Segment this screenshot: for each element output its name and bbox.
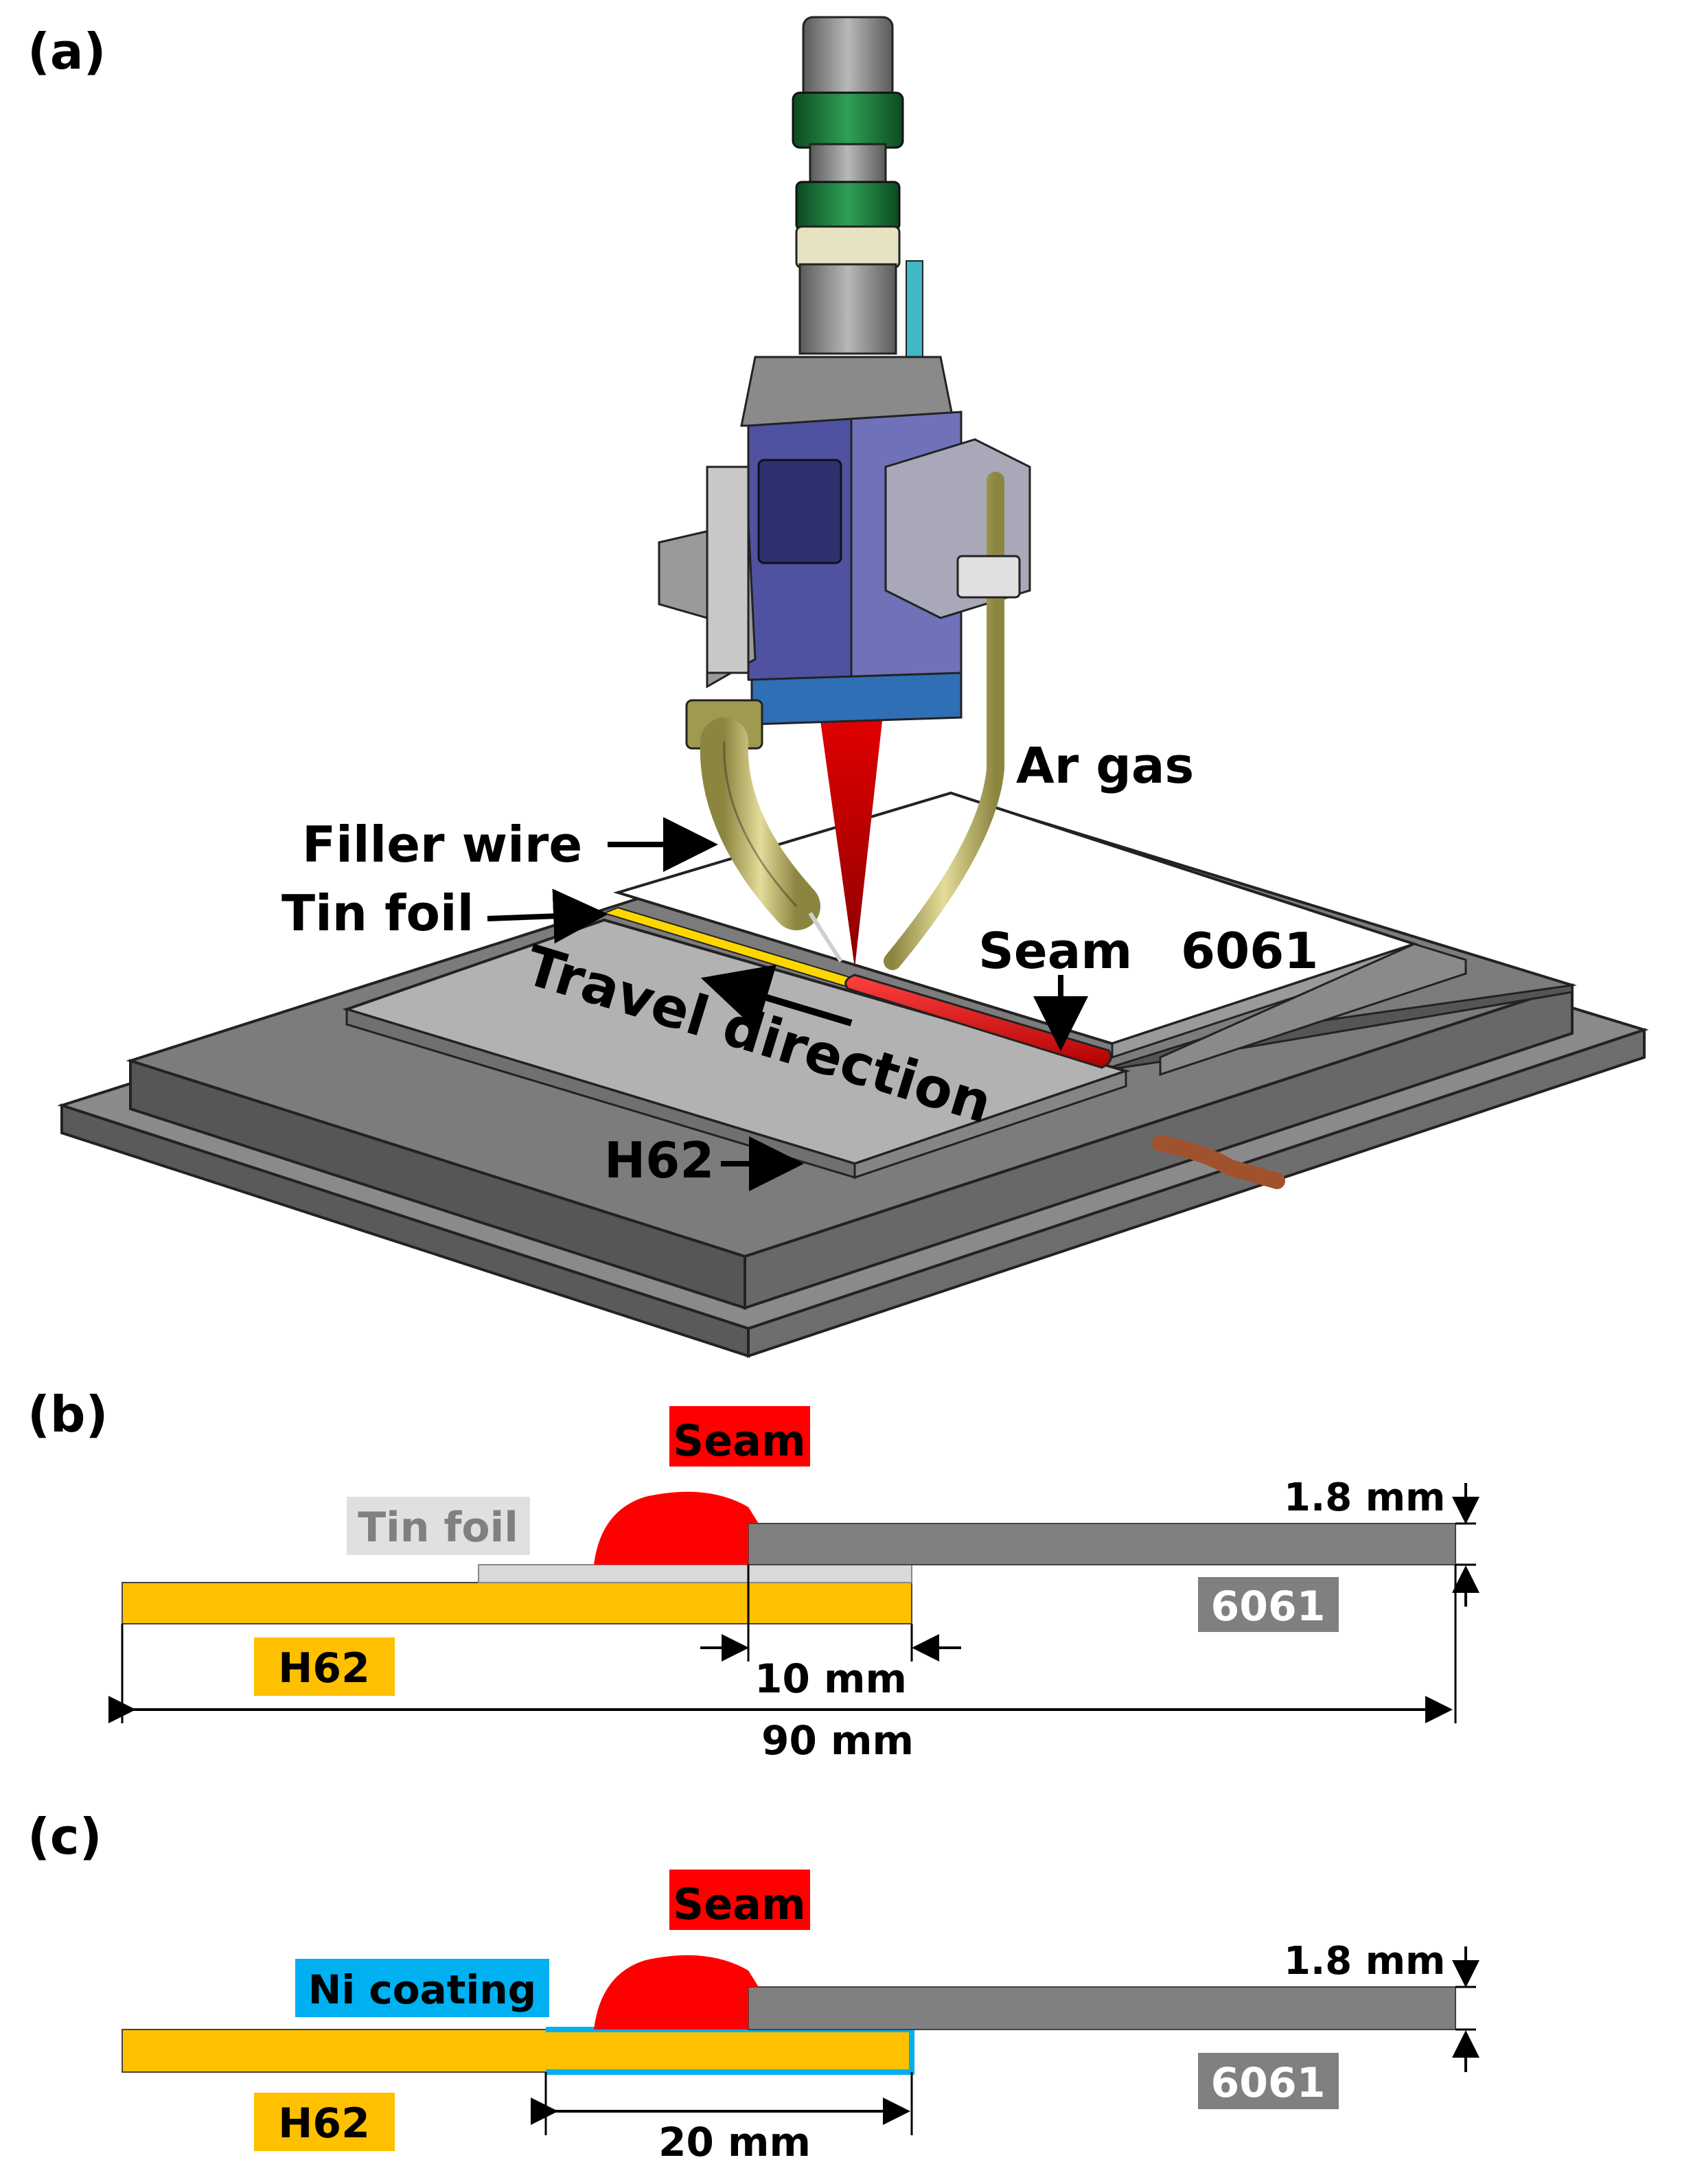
plate-h62-side: [853, 1069, 1127, 1180]
b-6061-label: 6061: [1211, 1583, 1326, 1631]
head-bottom-block: [750, 671, 963, 726]
head-window: [757, 459, 842, 564]
label-ar-gas: Ar gas: [1016, 737, 1194, 794]
ar-gas-tube: [884, 472, 1004, 970]
head-collar: [795, 225, 901, 269]
panel-c-label: (c): [27, 1808, 102, 1865]
wire-feeder-tube: [700, 717, 820, 930]
c-seam: [594, 1955, 759, 2030]
b-seam-label-bg: [669, 1406, 810, 1467]
panel-a: (a): [27, 16, 1649, 1358]
c-6061-plate: [748, 1986, 1456, 2030]
b-h62-label: H62: [278, 1644, 370, 1692]
b-tin-foil-label: Tin foil: [358, 1504, 518, 1552]
c-h62-label: H62: [278, 2100, 370, 2148]
head-green-ring-2: [795, 181, 901, 231]
c-6061-label-bg: [1198, 2053, 1339, 2109]
b-thickness-label: 1.8 mm: [1284, 1475, 1445, 1520]
c-6061-label: 6061: [1211, 2059, 1326, 2107]
head-barrel: [798, 263, 897, 355]
filler-wire: [808, 912, 843, 963]
c-h62-plate: [122, 2029, 912, 2073]
base-plate-side: [747, 1028, 1646, 1358]
b-tin-foil: [478, 1564, 912, 1583]
c-ni-coating-label: Ni coating: [308, 1966, 536, 2013]
panel-c: (c) Seam Ni coating 1.8 mm 6061 H62 20 m…: [27, 1808, 1479, 2165]
head-neck: [809, 143, 887, 187]
panel-a-label: (a): [27, 23, 106, 80]
c-coating-label: 20 mm: [658, 2119, 811, 2165]
copper-pipe: [1152, 1135, 1285, 1189]
head-left-plate: [706, 465, 750, 674]
b-tin-foil-label-bg: [347, 1497, 530, 1555]
c-ni-coating-label-bg: [295, 1959, 549, 2017]
label-seam-a: Seam: [978, 922, 1132, 980]
label-filler-wire: Filler wire: [302, 816, 582, 873]
arrow-travel-direction: [700, 965, 853, 1031]
c-h62-label-bg: [254, 2093, 395, 2151]
plate-6061: [613, 791, 1467, 1077]
b-overlap-label: 10 mm: [755, 1655, 907, 1702]
panel-b: (b) Seam Tin foil 1.8 mm 6061 H62 10 mm: [27, 1386, 1479, 1764]
label-h62-a: H62: [604, 1131, 714, 1189]
b-6061-label-bg: [1198, 1577, 1339, 1632]
head-green-ring-1: [792, 91, 904, 149]
b-seam: [594, 1491, 759, 1565]
head-cap: [802, 16, 894, 101]
b-h62-plate: [122, 1582, 912, 1624]
arrow-tin-foil: [487, 888, 608, 944]
b-seam-label: Seam: [673, 1416, 805, 1466]
panel-b-label: (b): [27, 1386, 108, 1443]
c-seam-label: Seam: [673, 1879, 805, 1929]
b-6061-plate: [748, 1523, 1456, 1565]
filler-wire-feeder: [685, 699, 843, 963]
label-6061-a: 6061: [1181, 922, 1318, 980]
c-seam-label-bg: [669, 1870, 810, 1930]
wire-feeder-tube-outline: [723, 741, 798, 908]
plate-6061-rim: [1159, 943, 1467, 1077]
b-h62-label-bg: [254, 1637, 395, 1696]
b-total-label: 90 mm: [761, 1717, 914, 1764]
welding-head: [658, 16, 1031, 726]
ar-gas-clamp: [956, 555, 1021, 599]
laser-beam: [820, 721, 882, 968]
label-tin-foil: Tin foil: [281, 884, 474, 942]
plate-h62: [342, 918, 1131, 1180]
c-thickness-label: 1.8 mm: [1284, 1939, 1445, 1984]
